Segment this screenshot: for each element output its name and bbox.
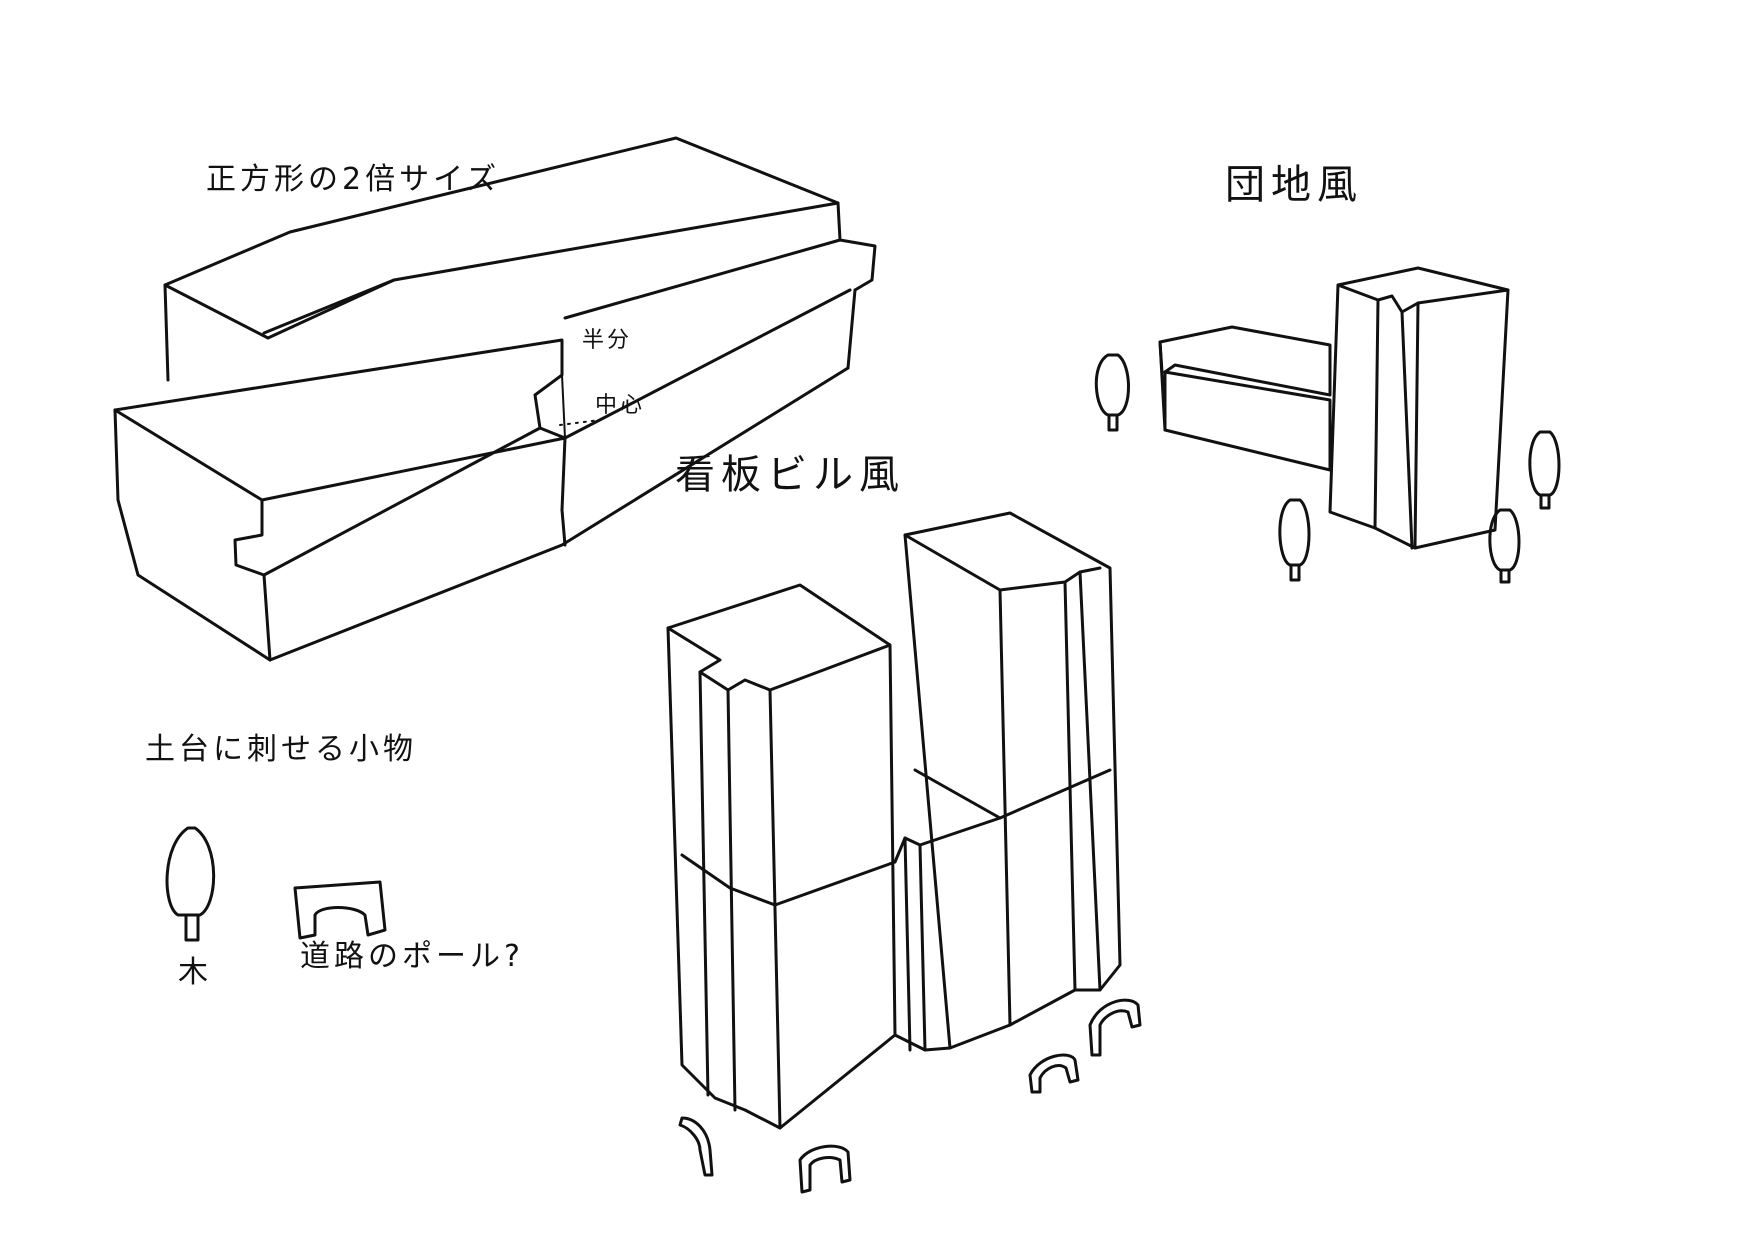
label-center: 中心	[595, 393, 646, 418]
label-road-pole: 道路のポール?	[300, 939, 524, 974]
label-danchi-style: 団地風	[1225, 162, 1363, 208]
label-double-size: 正方形の2倍サイズ	[206, 162, 501, 197]
label-signboard-building: 看板ビル風	[675, 452, 905, 498]
label-tree: 木	[178, 955, 212, 990]
pieces-legend-drawing	[165, 826, 387, 942]
long-slab-drawing	[113, 136, 877, 662]
signboard-building-drawing	[666, 511, 1142, 1194]
label-half: 半分	[582, 328, 633, 353]
label-pieces-title: 土台に刺せる小物	[145, 732, 417, 767]
danchi-building-drawing	[1094, 266, 1561, 584]
